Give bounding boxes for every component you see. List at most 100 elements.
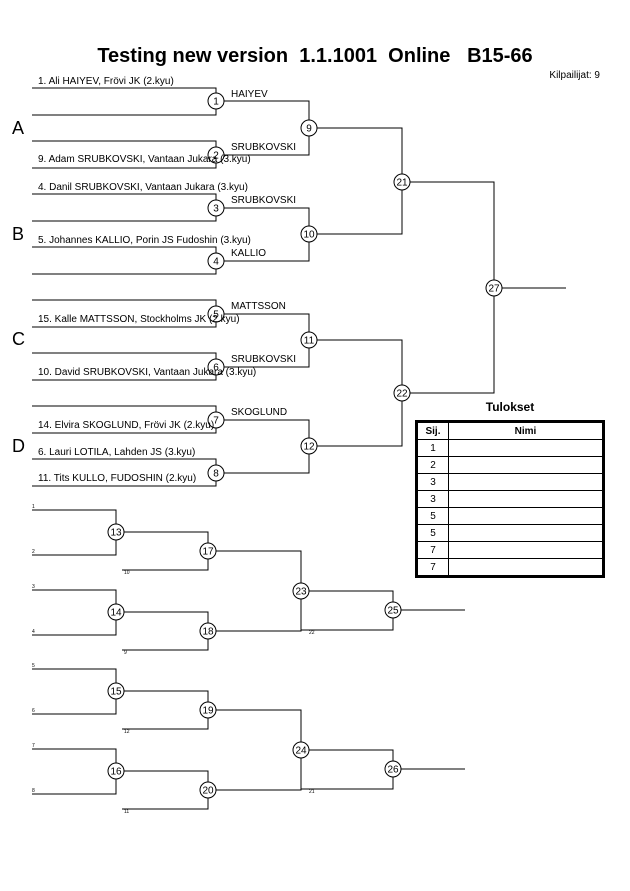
result-name[interactable]	[448, 473, 603, 491]
results-title: Tulokset	[485, 400, 535, 414]
bracket-line	[224, 419, 310, 438]
match-number: 5	[213, 310, 219, 321]
match-number: 17	[202, 547, 214, 558]
result-name[interactable]	[448, 524, 603, 542]
bracket-line	[32, 163, 217, 169]
bracket-line	[317, 339, 403, 385]
bracket-line	[224, 207, 310, 227]
result-row: 2	[417, 456, 603, 474]
bracket-line	[32, 87, 217, 93]
winner-label: HAIYEV	[231, 89, 268, 100]
bracket-line	[216, 709, 302, 742]
result-name[interactable]	[448, 490, 603, 508]
match-circle-4	[207, 252, 225, 270]
page-title: Testing new version 1.1.1001 Online B15-…	[97, 45, 533, 67]
match-circle-8	[207, 464, 225, 482]
match-circle-15	[107, 682, 125, 700]
bracket-line	[122, 718, 209, 730]
match-circle-1	[207, 92, 225, 110]
bracket-line	[32, 269, 217, 275]
match-number: 26	[387, 765, 399, 776]
competitor-entry: 6. Lauri LOTILA, Lahden JS (3.kyu)	[38, 447, 195, 458]
match-number: 6	[213, 363, 219, 374]
match-number: 23	[295, 587, 307, 598]
bracket-line	[216, 550, 302, 583]
winner-label: MATTSSON	[231, 301, 286, 312]
repechage-slot: 9	[124, 650, 127, 656]
bracket-line	[224, 100, 310, 120]
repechage-slot: 8	[32, 788, 35, 794]
bracket-line	[32, 668, 117, 683]
bracket-line	[32, 109, 217, 116]
bracket-line	[124, 531, 209, 543]
repechage-slot: 2	[32, 549, 35, 555]
result-rank: 3	[417, 490, 449, 508]
match-circle-10	[300, 225, 318, 243]
match-circle-26	[384, 760, 402, 778]
bracket-line	[317, 127, 403, 174]
repechage-slot: 10	[124, 570, 130, 576]
result-name[interactable]	[448, 558, 603, 576]
competitor-count: Kilpailijat: 9	[549, 70, 600, 81]
result-row: 3	[417, 490, 603, 508]
bracket-line	[32, 193, 217, 200]
match-number: 15	[110, 687, 122, 698]
bracket-line	[32, 620, 117, 636]
match-number: 21	[396, 178, 408, 189]
match-circle-23	[292, 582, 310, 600]
repechage-slot: 12	[124, 729, 130, 735]
match-number: 2	[213, 151, 219, 162]
bracket-line	[32, 322, 217, 328]
match-circle-7	[207, 411, 225, 429]
winner-label: SRUBKOVSKI	[231, 142, 296, 153]
match-circle-24	[292, 741, 310, 759]
bracket-line	[410, 181, 495, 280]
bracket-line	[32, 779, 117, 795]
pool-label-c: C	[12, 329, 25, 349]
match-number: 9	[306, 124, 312, 135]
match-circle-25	[384, 601, 402, 619]
bracket-line	[317, 401, 403, 447]
bracket-line	[32, 246, 217, 253]
bracket-line	[122, 798, 209, 810]
bracket-line	[224, 313, 310, 332]
pool-label-a: A	[12, 118, 24, 138]
match-number: 12	[303, 442, 315, 453]
bracket-line	[32, 405, 217, 412]
competitor-entry: 1. Ali HAIYEV, Frövi JK (2.kyu)	[38, 76, 174, 87]
repechage-slot: 21	[309, 789, 315, 795]
result-row: 5	[417, 524, 603, 542]
match-number: 24	[295, 746, 307, 757]
match-number: 8	[213, 469, 219, 480]
bracket-line	[224, 242, 310, 262]
result-rank: 7	[417, 541, 449, 559]
name-header: Nimi	[448, 422, 603, 440]
result-row: 3	[417, 473, 603, 491]
result-name[interactable]	[448, 507, 603, 525]
competitor-entry: 14. Elvira SKOGLUND, Frövi JK (2.kyu)	[38, 420, 214, 431]
match-number: 18	[202, 627, 214, 638]
bracket-line	[224, 348, 310, 368]
match-circle-20	[199, 781, 217, 799]
bracket-line	[122, 639, 209, 651]
bracket-line	[216, 758, 302, 791]
match-number: 22	[396, 389, 408, 400]
match-circle-6	[207, 358, 225, 376]
bracket-line	[32, 589, 117, 604]
match-circle-2	[207, 146, 225, 164]
match-circle-3	[207, 199, 225, 217]
result-name[interactable]	[448, 541, 603, 559]
match-number: 16	[110, 767, 122, 778]
bracket-line	[301, 777, 394, 790]
bracket-line	[216, 599, 302, 632]
match-circle-12	[300, 437, 318, 455]
result-name[interactable]	[448, 456, 603, 474]
result-name[interactable]	[448, 439, 603, 457]
bracket-line	[224, 454, 310, 474]
bracket-line	[32, 748, 117, 763]
results-table: Sij. Nimi 1 2 3 3 5 5 7 7	[415, 420, 605, 578]
bracket-line	[32, 216, 217, 222]
match-circle-22	[393, 384, 411, 402]
bracket-line	[32, 481, 217, 487]
